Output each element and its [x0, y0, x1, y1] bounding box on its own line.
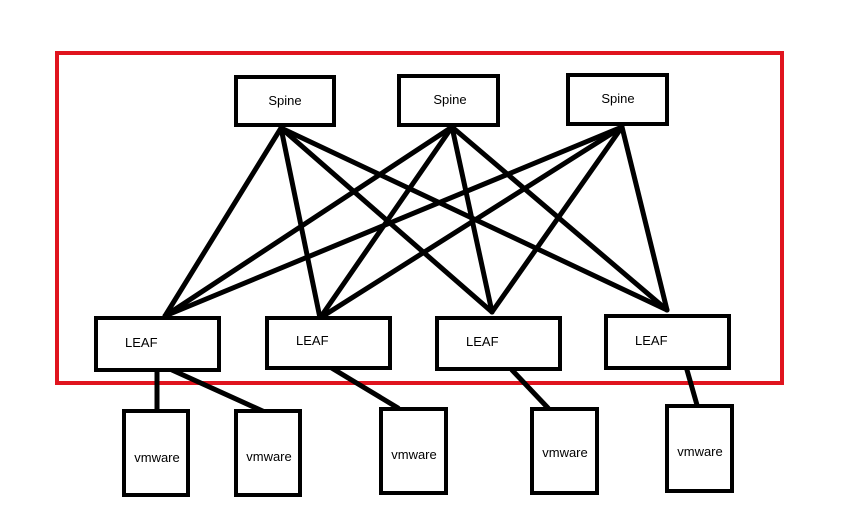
link-spine-2-leaf-1	[162, 124, 455, 319]
leaf-box	[435, 316, 562, 371]
host-label: vmware	[542, 445, 588, 460]
link-spine-3-leaf-1	[162, 124, 625, 319]
spine-layer: Spine Spine Spine	[234, 73, 669, 127]
spine-label: Spine	[268, 93, 301, 108]
leaf-label: LEAF	[296, 333, 329, 348]
leaf-label: LEAF	[125, 335, 158, 350]
link-leaf-3-host-4	[509, 367, 551, 411]
leaf-switch[interactable]: LEAF	[94, 316, 221, 372]
link-spine-1-leaf-1	[162, 125, 284, 319]
host-box	[530, 407, 599, 495]
spine-leaf-links	[162, 124, 670, 321]
host-label: vmware	[246, 449, 292, 464]
host-box	[379, 407, 448, 495]
host-label: vmware	[391, 447, 437, 462]
host-box	[234, 409, 302, 497]
link-spine-3-leaf-4	[619, 124, 670, 313]
leaf-box	[265, 316, 392, 370]
host-box	[122, 409, 190, 497]
link-leaf-1-host-2	[169, 367, 270, 416]
spine-switch[interactable]: Spine	[234, 75, 336, 127]
vmware-host[interactable]: vmware	[122, 409, 190, 497]
link-leaf-4-host-5	[684, 367, 700, 408]
leaf-label: LEAF	[466, 334, 499, 349]
vmware-host[interactable]: vmware	[665, 404, 734, 493]
spine-label: Spine	[433, 92, 466, 107]
host-box	[665, 404, 734, 493]
vmware-host[interactable]: vmware	[379, 407, 448, 495]
link-spine-3-leaf-2	[317, 124, 625, 321]
vmware-host[interactable]: vmware	[234, 409, 302, 497]
spine-box	[234, 75, 336, 127]
leaf-switch[interactable]: LEAF	[435, 316, 562, 371]
link-spine-1-leaf-2	[278, 125, 323, 321]
leaf-switch[interactable]: LEAF	[604, 314, 731, 370]
spine-box	[397, 74, 500, 127]
host-label: vmware	[677, 444, 723, 459]
spine-switch[interactable]: Spine	[397, 74, 500, 127]
leaf-label: LEAF	[635, 333, 668, 348]
spine-box	[566, 73, 669, 126]
vmware-host[interactable]: vmware	[530, 407, 599, 495]
spine-switch[interactable]: Spine	[566, 73, 669, 126]
link-spine-3-leaf-3	[489, 124, 625, 315]
spine-label: Spine	[601, 91, 634, 106]
leaf-switch[interactable]: LEAF	[265, 316, 392, 370]
host-label: vmware	[134, 450, 180, 465]
leaf-layer: LEAF LEAF LEAF LEAF	[94, 314, 731, 372]
link-leaf-2-host-3	[327, 364, 401, 411]
leaf-box	[94, 316, 221, 372]
fabric-boundary	[55, 51, 784, 385]
host-layer: vmware vmware vmware vmware vmware	[122, 404, 734, 497]
leaf-box	[604, 314, 731, 370]
leaf-host-links	[154, 364, 700, 416]
